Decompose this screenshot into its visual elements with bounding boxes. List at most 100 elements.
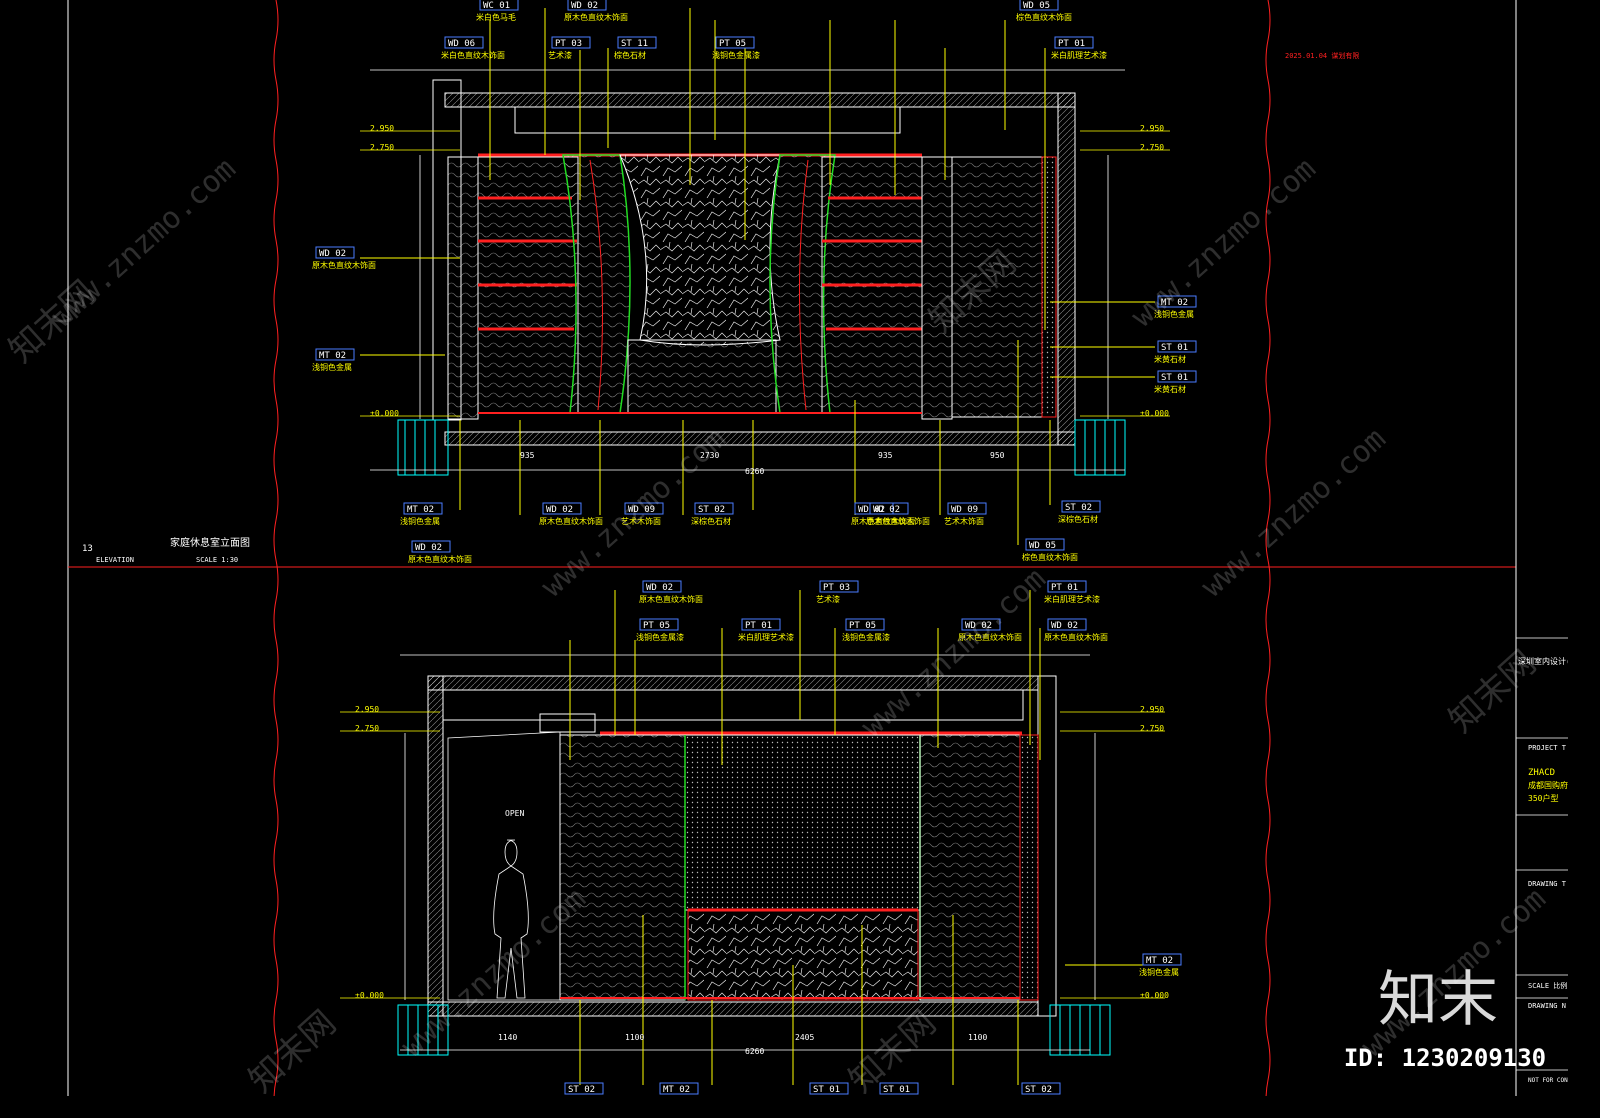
top-tag-bottom-0 [403,502,443,515]
top-tag-bottom-6 [947,502,987,515]
bottom-tag-bottom-2-code: ST 01 [813,1085,840,1095]
bottom-dim-2: 2405 [795,1033,814,1042]
title-drawing-t: DRAWING T [1528,880,1567,888]
top-dim-3: 950 [990,451,1005,460]
top-tag-top-7-code: WD 05 [1023,1,1050,11]
bottom-tag-bottom-0-code: ST 02 [568,1085,595,1095]
top-tag-bottom-2 [624,502,664,515]
top-elevation-title: 家庭休息室立面图 [170,536,250,549]
bottom-tag-top-3 [741,618,781,631]
top-tag-top-0 [479,0,519,11]
top-tag-bottom-3-text: 深棕色石材 [691,516,731,526]
bottom-tag-top-1 [819,580,859,593]
top-tag-bottom-1-text: 原木色直纹木饰面 [539,516,603,526]
bottom-tag-top-7 [1047,618,1087,631]
title-company: ZHACD [1528,768,1555,778]
top-tag-bottom-5 [869,502,909,515]
bottom-level-left-1: 2.750 [355,724,379,733]
top-tag-bottom-9 [1025,538,1065,551]
top-tag-bottom-0-code: MT 02 [407,505,434,515]
top-tag-top-3-text: 艺术漆 [548,50,572,60]
top-tag-right-2-code: ST 01 [1161,373,1188,383]
top-level-right-2: ±0.000 [1140,409,1169,418]
bottom-tag-top-3-code: PT 01 [745,621,772,631]
top-tag-bottom-9-text: 棕色直纹木饰面 [1022,552,1078,562]
watermark-cn-0: 知末网 [1,273,104,371]
top-tag-bottom-5-code: WD 02 [873,505,900,515]
top-elevation-sub: ELEVATION [96,556,134,564]
top-tag-top-5-code: PT 05 [719,39,746,49]
top-level-left-2: ±0.000 [370,409,399,418]
top-tag-bottom-7 [411,540,451,553]
door-open-label: OPEN [505,809,524,818]
top-tag-bottom-5-text: 原木色直纹木饰面 [866,516,930,526]
bottom-dim-3: 1100 [968,1033,987,1042]
bottom-tag-right-0-text: 浅铜色金属 [1139,967,1179,977]
top-tag-top-4 [617,36,657,49]
brand-id: ID: 1230209130 [1344,1044,1546,1072]
bottom-tag-top-1-text: 艺术漆 [816,594,840,604]
title-project: PROJECT T [1528,744,1567,752]
top-tag-top-4-text: 棕色石材 [614,50,646,60]
top-tag-bottom-2-text: 艺术木饰面 [621,516,661,526]
title-not-for: NOT FOR CONS [1528,1077,1568,1084]
top-tag-top-2-text: 米白色直纹木饰面 [441,50,505,60]
top-elevation-number: 13 [82,544,93,554]
top-level-left-0: 2.950 [370,124,394,133]
top-tag-top-6-text: 米白肌理艺术漆 [1051,50,1107,60]
top-tag-right-1-code: ST 01 [1161,343,1188,353]
bottom-tag-top-5-code: WD 02 [965,621,992,631]
top-tag-left-0-text: 原木色直纹木饰面 [312,260,376,270]
bottom-tag-top-6 [1047,580,1087,593]
top-tag-bottom-0-text: 浅铜色金属 [400,516,440,526]
bottom-tag-top-3-text: 米白肌理艺术漆 [738,632,794,642]
watermark-4: www.znzmo.com [1195,421,1393,604]
bottom-level-right-0: 2.950 [1140,705,1164,714]
bottom-tag-top-6-text: 米白肌理艺术漆 [1044,594,1100,604]
bottom-tag-top-2 [639,618,679,631]
top-tag-top-5 [715,36,755,49]
bottom-tag-top-7-code: WD 02 [1051,621,1078,631]
bottom-level-right-1: 2.750 [1140,724,1164,733]
top-tag-bottom-7-code: WD 02 [415,543,442,553]
top-tag-top-7-text: 棕色直纹木饰面 [1016,12,1072,22]
top-tag-top-6-code: PT 01 [1058,39,1085,49]
top-tag-top-4-code: ST 11 [621,39,648,49]
top-tag-bottom-4-text: 原木色直纹木饰面 [851,516,915,526]
top-tag-right-0 [1157,295,1197,308]
watermark-cn-2: 知末网 [1441,643,1544,741]
top-tag-bottom-2-code: WD 09 [628,505,655,515]
top-tag-bottom-8 [1061,500,1101,513]
top-tag-right-1 [1157,340,1197,353]
top-tag-bottom-8-text: 深棕色石材 [1058,514,1098,524]
bottom-tag-top-2-text: 浅铜色金属漆 [636,632,684,642]
watermark-cn-3: 知末网 [241,1003,344,1096]
bottom-tag-top-2-code: PT 05 [643,621,670,631]
bottom-tag-bottom-3-code: ST 01 [883,1085,910,1095]
title-block-lines [1516,637,1568,1071]
top-tag-top-7 [1019,0,1059,11]
bottom-tag-top-4 [845,618,885,631]
top-tag-bottom-8-code: ST 02 [1065,503,1092,513]
top-tag-top-1 [567,0,607,11]
elevation-top [360,8,1170,545]
top-tag-top-3 [551,36,591,49]
bottom-tag-top-6-code: PT 01 [1051,583,1078,593]
stamp-date: 2025.01.04 谋划有限 [1285,51,1359,60]
title-line1: 成都国购府口 [1528,780,1568,790]
bottom-tag-top-0-text: 原木色直纹木饰面 [639,594,703,604]
elevation-bottom [340,590,1165,1085]
top-tag-right-2-text: 米黄石材 [1154,384,1186,394]
top-tag-bottom-4-code: WD 02 [858,505,885,515]
top-tag-right-0-code: MT 02 [1161,298,1188,308]
top-tag-left-1 [315,348,355,361]
bottom-level-left-0: 2.950 [355,705,379,714]
bottom-tag-bottom-2 [809,1082,849,1095]
top-tag-bottom-1 [542,502,582,515]
sheet-frame [67,0,1517,1096]
top-tag-bottom-3 [694,502,734,515]
brand-logo: 知末 [1378,965,1498,1035]
top-elevation-scale: SCALE 1:30 [196,556,238,564]
top-tag-top-5-text: 浅铜色金属漆 [712,50,760,60]
